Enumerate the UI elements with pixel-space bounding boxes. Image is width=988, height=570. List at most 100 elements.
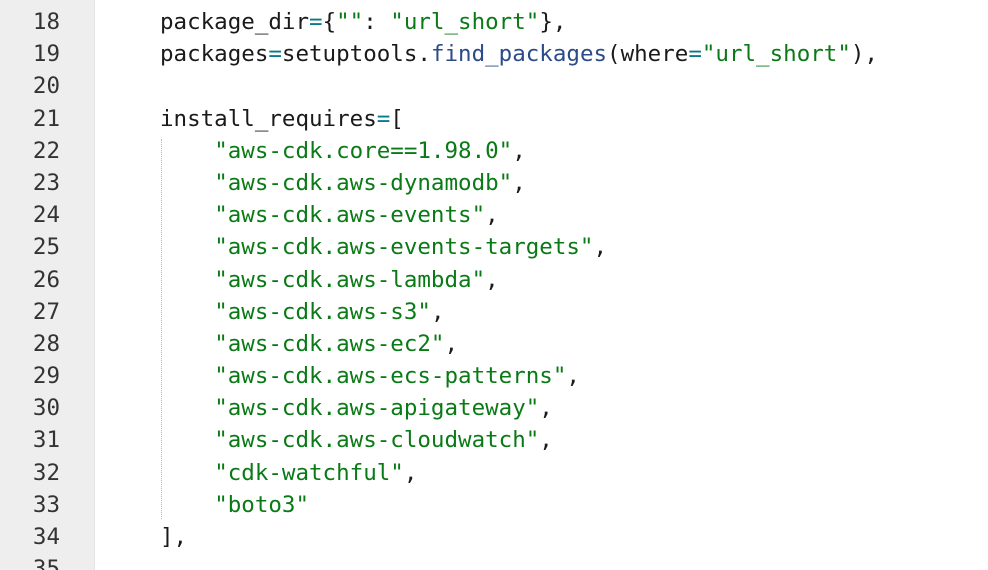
code-token: {: [322, 9, 337, 35]
line-number: 27: [32, 298, 60, 325]
code-text: "aws-cdk.core==1.98.0",: [160, 135, 526, 167]
code-token: ],: [160, 524, 188, 550]
line-number: 24: [32, 202, 60, 229]
code-line[interactable]: 32 "cdk-watchful",: [0, 457, 988, 489]
line-number: 19: [32, 41, 60, 68]
code-text: ],: [160, 521, 187, 553]
code-text: "aws-cdk.aws-lambda",: [160, 264, 499, 296]
code-line[interactable]: 29 "aws-cdk.aws-ecs-patterns",: [0, 360, 988, 392]
line-number: 31: [32, 427, 60, 454]
code-token: [160, 331, 214, 357]
string-token: "aws-cdk.aws-events": [214, 202, 486, 229]
code-token: packages: [160, 41, 269, 68]
string-token: "aws-cdk.aws-ec2": [214, 330, 445, 357]
string-token: "aws-cdk.aws-ecs-patterns": [214, 363, 567, 390]
code-token: ,: [593, 234, 608, 261]
code-token: [160, 460, 214, 486]
code-line[interactable]: 20: [0, 70, 988, 102]
code-token: ,: [485, 202, 499, 229]
code-token: install_requires: [160, 105, 377, 132]
code-line[interactable]: 31 "aws-cdk.aws-cloudwatch",: [0, 424, 988, 456]
string-token: "aws-cdk.aws-lambda": [214, 266, 486, 293]
code-token: },: [539, 9, 567, 35]
code-token: [160, 299, 214, 325]
function-token: find_packages: [430, 41, 608, 68]
operator-token: =: [268, 41, 282, 68]
code-text: "aws-cdk.aws-apigateway",: [160, 392, 553, 424]
code-token: ,: [539, 395, 553, 422]
code-token: ,: [444, 330, 459, 357]
string-token: "": [336, 9, 364, 35]
code-text: package_dir={"": "url_short"},: [160, 6, 566, 38]
string-token: "url_short": [701, 41, 851, 68]
code-token: setuptools.: [281, 41, 431, 68]
code-token: ),: [850, 41, 878, 68]
string-token: "aws-cdk.aws-s3": [214, 298, 431, 325]
code-token: ,: [430, 298, 445, 325]
line-number: 33: [32, 491, 60, 518]
code-line[interactable]: 22 "aws-cdk.core==1.98.0",: [0, 135, 988, 167]
operator-token: =: [309, 9, 323, 35]
code-token: [160, 202, 214, 228]
code-token: ,: [512, 169, 526, 196]
code-text: "aws-cdk.aws-events-targets",: [160, 231, 607, 263]
string-token: "aws-cdk.aws-cloudwatch": [214, 427, 540, 454]
code-text: "aws-cdk.aws-ec2",: [160, 328, 458, 360]
code-text: packages=setuptools.find_packages(where=…: [160, 38, 878, 70]
indent-guide: [161, 139, 162, 519]
line-number: 26: [32, 266, 60, 293]
code-text: "aws-cdk.aws-dynamodb",: [160, 167, 526, 199]
code-token: [160, 427, 214, 453]
code-token: ,: [512, 137, 526, 164]
code-token: [160, 395, 214, 421]
line-number: 29: [32, 363, 60, 390]
code-text: "aws-cdk.aws-s3",: [160, 296, 444, 328]
code-line[interactable]: 18 package_dir={"": "url_short"},: [0, 6, 988, 38]
string-token: "boto3": [214, 491, 310, 518]
operator-token: =: [688, 41, 702, 68]
code-token: [160, 492, 214, 518]
code-token: ,: [539, 427, 553, 454]
line-number: 34: [32, 524, 60, 550]
code-token: :: [363, 9, 391, 35]
string-token: "aws-cdk.aws-events-targets": [214, 234, 594, 261]
string-token: "aws-cdk.aws-dynamodb": [214, 169, 513, 196]
code-text: install_requires=[: [160, 103, 404, 135]
line-number: 18: [32, 9, 60, 35]
code-text: "cdk-watchful",: [160, 457, 417, 489]
code-token: [: [390, 105, 404, 132]
code-line[interactable]: 26 "aws-cdk.aws-lambda",: [0, 264, 988, 296]
line-number: 28: [32, 330, 60, 357]
code-line[interactable]: 24 "aws-cdk.aws-events",: [0, 199, 988, 231]
code-token: package_dir: [160, 9, 310, 35]
code-line[interactable]: 28 "aws-cdk.aws-ec2",: [0, 328, 988, 360]
code-token: [160, 138, 214, 164]
code-text: "aws-cdk.aws-cloudwatch",: [160, 424, 553, 456]
line-number: 25: [32, 234, 60, 261]
string-token: "aws-cdk.aws-apigateway": [214, 395, 540, 422]
code-line[interactable]: 23 "aws-cdk.aws-dynamodb",: [0, 167, 988, 199]
code-line[interactable]: 35: [0, 553, 988, 570]
code-line[interactable]: 33 "boto3": [0, 489, 988, 521]
code-token: [160, 234, 214, 260]
code-line[interactable]: 30 "aws-cdk.aws-apigateway",: [0, 392, 988, 424]
line-number: 22: [32, 137, 60, 164]
code-line[interactable]: 25 "aws-cdk.aws-events-targets",: [0, 231, 988, 263]
line-number: 32: [32, 459, 60, 486]
code-token: [160, 170, 214, 196]
code-token: ,: [566, 363, 580, 390]
code-text: "boto3": [160, 489, 309, 521]
string-token: "cdk-watchful": [214, 459, 404, 486]
code-token: (where: [607, 41, 689, 68]
code-line[interactable]: 27 "aws-cdk.aws-s3",: [0, 296, 988, 328]
line-number: 35: [32, 556, 60, 570]
string-token: "url_short": [390, 9, 540, 35]
line-number: 30: [32, 395, 60, 422]
code-line[interactable]: 34],: [0, 521, 988, 553]
operator-token: =: [376, 105, 391, 132]
code-token: ,: [485, 266, 499, 293]
